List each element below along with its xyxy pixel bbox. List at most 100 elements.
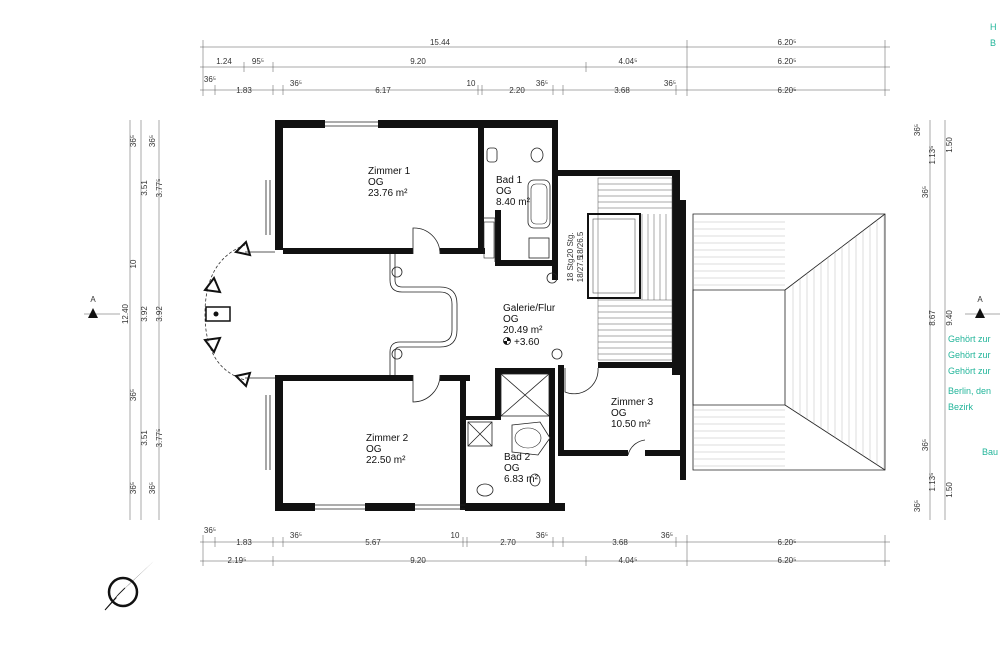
stair-lower-steps: 18 Stg. bbox=[566, 256, 575, 281]
dim-top-r3-0: 36⁵ bbox=[204, 75, 216, 84]
dim-top-r3-9: 6.20⁵ bbox=[778, 86, 797, 95]
section-marker-left-label: A bbox=[90, 295, 96, 304]
dim-bot-r1-3: 5.67 bbox=[365, 538, 381, 547]
dim-top-r1-0: 15.44 bbox=[430, 38, 451, 47]
bath-2-fixtures bbox=[467, 421, 551, 497]
north-arrow-icon bbox=[104, 560, 155, 611]
stair-lower-ratio: 18/27.5 bbox=[576, 255, 585, 282]
dim-bot-r1-5: 2.70 bbox=[500, 538, 516, 547]
dim-left-i-1: 3.77⁵ bbox=[155, 179, 164, 198]
dim-top-r2-0: 1.24 bbox=[216, 57, 232, 66]
stair-upper-steps: 20 Stg. bbox=[566, 232, 575, 257]
section-marker-right-label: A bbox=[977, 295, 983, 304]
dim-bot-r1-4: 10 bbox=[451, 531, 460, 540]
room-zimmer-3-level: OG bbox=[611, 408, 627, 419]
dim-right-c2-0: 1.13⁵ bbox=[928, 146, 937, 165]
dim-top-r3-7: 3.68 bbox=[614, 86, 630, 95]
margin-note-mid-3: Berlin, den bbox=[948, 386, 991, 396]
dim-left-i-0: 36⁵ bbox=[148, 135, 157, 147]
room-galerie-elevation: +3.60 bbox=[514, 337, 540, 348]
dim-bot-r2-2: 4.04⁵ bbox=[619, 556, 638, 565]
room-zimmer-2: Zimmer 2 OG 22.50 m² bbox=[366, 433, 409, 466]
room-zimmer-2-area: 22.50 m² bbox=[366, 455, 406, 466]
dim-top-r3-2: 36⁵ bbox=[290, 79, 302, 88]
dim-left-o-4: 3.51 bbox=[140, 430, 149, 446]
dim-right-c2-4: 1.50 bbox=[945, 482, 954, 498]
room-bad-2: Bad 2 OG 6.83 m² bbox=[504, 452, 539, 485]
dim-top-r3-8: 36⁵ bbox=[664, 79, 676, 88]
gallery-void-outline-inner bbox=[394, 254, 458, 375]
room-zimmer-1-name: Zimmer 1 bbox=[368, 166, 411, 177]
elevation-icon bbox=[503, 337, 511, 345]
room-galerie-area: 20.49 m² bbox=[503, 325, 543, 336]
dim-left-i2-0: 3.92 bbox=[155, 306, 164, 322]
roof-outline bbox=[692, 213, 886, 471]
dim-top-r3-6: 36⁵ bbox=[536, 79, 548, 88]
room-bad-2-name: Bad 2 bbox=[504, 452, 531, 463]
dim-left-o-2: 10 bbox=[129, 259, 138, 268]
room-zimmer-1: Zimmer 1 OG 23.76 m² bbox=[368, 166, 411, 199]
dim-left-m-0: 12.40 bbox=[121, 303, 130, 324]
room-bad-1: Bad 1 OG 8.40 m² bbox=[496, 175, 531, 208]
dim-bot-r2-3: 6.20⁵ bbox=[778, 556, 797, 565]
dim-right-c1-2: 8.67 bbox=[928, 310, 937, 326]
dim-top-r2-3: 4.04⁵ bbox=[619, 57, 638, 66]
room-zimmer-2-level: OG bbox=[366, 444, 382, 455]
room-zimmer-3: Zimmer 3 OG 10.50 m² bbox=[611, 397, 654, 430]
dim-top-r3-5: 2.20 bbox=[509, 86, 525, 95]
dim-top-r3-1: 1.83 bbox=[236, 86, 252, 95]
column-4 bbox=[546, 272, 558, 284]
room-galerie-flur: Galerie/Flur OG 20.49 m² +3.60 bbox=[503, 303, 556, 348]
room-zimmer-3-area: 10.50 m² bbox=[611, 419, 651, 430]
dim-right-c2-1: 1.50 bbox=[945, 137, 954, 153]
margin-note-mid-2: Gehört zur bbox=[948, 366, 991, 376]
dim-left-i-4: 36⁵ bbox=[148, 482, 157, 494]
dim-bot-r1-6: 36⁵ bbox=[536, 531, 548, 540]
dim-bot-r1-7: 3.68 bbox=[612, 538, 628, 547]
dim-right-c1-1: 36⁵ bbox=[921, 186, 930, 198]
margin-note-top-1: B bbox=[990, 38, 996, 48]
dim-top-r2-1: 95⁵ bbox=[252, 57, 264, 66]
dim-top-r1-1: 6.20⁵ bbox=[778, 38, 797, 47]
stair-upper-ratio: 18/26.5 bbox=[576, 231, 585, 258]
room-bad-1-area: 8.40 m² bbox=[496, 197, 531, 208]
column-3 bbox=[551, 348, 563, 360]
dim-right-c2-2: 9.40 bbox=[945, 310, 954, 326]
dim-left-o-3: 36⁵ bbox=[129, 389, 138, 401]
dim-top-r3-3: 6.17 bbox=[375, 86, 391, 95]
top-dimension-chains: 15.44 6.20⁵ 1.24 95⁵ 9.20 4.04⁵ 6.20⁵ 36… bbox=[200, 38, 890, 96]
room-zimmer-3-name: Zimmer 3 bbox=[611, 397, 654, 408]
section-marker-left: A bbox=[84, 295, 120, 318]
room-zimmer-1-area: 23.76 m² bbox=[368, 188, 408, 199]
room-galerie-name: Galerie/Flur bbox=[503, 303, 556, 314]
room-bad-2-level: OG bbox=[504, 463, 520, 474]
dim-bot-r1-0: 36⁵ bbox=[204, 526, 216, 535]
gallery-void-outline bbox=[389, 254, 453, 375]
dim-left-o-5: 36⁵ bbox=[129, 482, 138, 494]
column-2 bbox=[391, 348, 403, 360]
margin-note-top-0: H bbox=[990, 22, 997, 32]
dim-left-i-2: 3.92 bbox=[140, 306, 149, 322]
room-bad-1-level: OG bbox=[496, 186, 512, 197]
left-dimension-chains: 36⁵ 3.51 10 36⁵ 3.51 36⁵ 12.40 36⁵ 3.77⁵… bbox=[121, 120, 164, 520]
bath-1-fixtures bbox=[483, 147, 551, 259]
dim-bot-r1-2: 36⁵ bbox=[290, 531, 302, 540]
column-1 bbox=[391, 266, 403, 278]
room-zimmer-2-name: Zimmer 2 bbox=[366, 433, 409, 444]
staircase: 20 Stg. 18/26.5 18 Stg. 18/27.5 bbox=[566, 177, 673, 361]
doors bbox=[412, 217, 646, 456]
dim-bot-r2-1: 9.20 bbox=[410, 556, 426, 565]
margin-note-mid-1: Gehört zur bbox=[948, 350, 991, 360]
shower-block bbox=[500, 373, 550, 417]
walls bbox=[275, 120, 686, 511]
dim-right-c1-4: 36⁵ bbox=[913, 500, 922, 512]
dim-bot-r1-1: 1.83 bbox=[236, 538, 252, 547]
right-dimension-chains: 36⁵ 36⁵ 8.67 36⁵ 36⁵ 1.13⁵ 1.50 9.40 1.1… bbox=[913, 120, 954, 520]
room-zimmer-1-level: OG bbox=[368, 177, 384, 188]
dim-left-i-3: 3.77⁵ bbox=[155, 429, 164, 448]
section-marker-right: A bbox=[965, 295, 1000, 318]
dim-bot-r1-9: 6.20⁵ bbox=[778, 538, 797, 547]
room-bad-1-name: Bad 1 bbox=[496, 175, 523, 186]
bottom-dimension-chains: 36⁵ 1.83 36⁵ 5.67 10 2.70 36⁵ 3.68 36⁵ 6… bbox=[200, 526, 890, 566]
